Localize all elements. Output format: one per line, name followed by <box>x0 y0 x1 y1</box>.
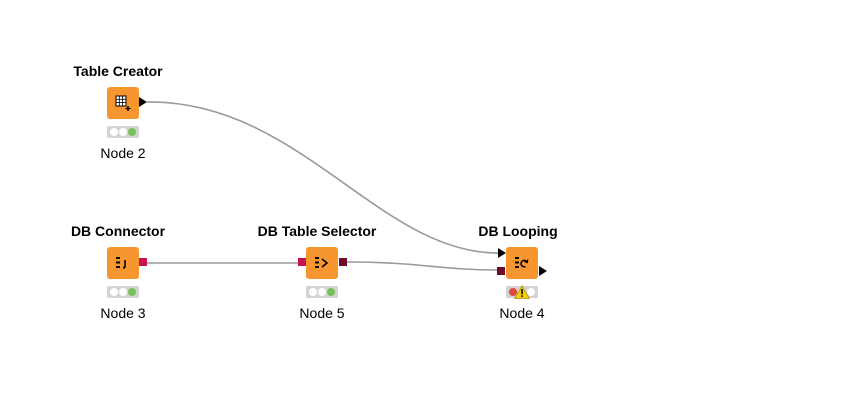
status-light-red-on <box>508 288 517 296</box>
status-light-green-on <box>128 128 137 136</box>
db-looping-icon <box>515 257 529 268</box>
status-light-red-off <box>109 128 118 136</box>
node-title-db-looping[interactable]: DB Looping <box>478 223 558 239</box>
status-light-red-off <box>308 288 317 296</box>
input-port-db-data[interactable] <box>497 267 505 275</box>
connection-node5-node4 <box>346 261 499 271</box>
warning-icon[interactable] <box>514 285 530 299</box>
node-label[interactable]: Node 3 <box>100 305 146 321</box>
node-title-db-connector[interactable]: DB Connector <box>70 223 166 239</box>
node-db-table-selector[interactable] <box>306 247 338 279</box>
status-indicator <box>107 286 139 298</box>
node-title-table-creator[interactable]: Table Creator <box>73 63 163 79</box>
status-light-yellow-off <box>317 288 326 296</box>
input-port-db-connection[interactable] <box>298 258 306 266</box>
input-port-table[interactable] <box>498 248 506 258</box>
node-db-looping[interactable] <box>506 247 538 279</box>
table-creator-icon <box>115 95 131 111</box>
status-indicator <box>306 286 338 298</box>
status-light-green-on <box>128 288 137 296</box>
output-port-db-data[interactable] <box>339 258 347 266</box>
status-light-green-on <box>327 288 336 296</box>
db-table-selector-icon <box>315 257 329 268</box>
output-port-table[interactable] <box>139 97 147 107</box>
status-indicator <box>107 126 139 138</box>
status-light-yellow-off <box>118 288 127 296</box>
status-light-yellow-off <box>118 128 127 136</box>
node-label[interactable]: Node 4 <box>499 305 545 321</box>
node-db-connector[interactable] <box>107 247 139 279</box>
output-port-db-connection[interactable] <box>139 258 147 266</box>
node-title-db-table-selector[interactable]: DB Table Selector <box>257 223 377 239</box>
output-port-table[interactable] <box>539 266 547 276</box>
node-table-creator[interactable] <box>107 87 139 119</box>
db-connector-icon <box>116 257 126 269</box>
node-label[interactable]: Node 5 <box>299 305 345 321</box>
status-light-red-off <box>109 288 118 296</box>
node-label[interactable]: Node 2 <box>100 145 146 161</box>
status-light-green-off <box>527 288 536 296</box>
